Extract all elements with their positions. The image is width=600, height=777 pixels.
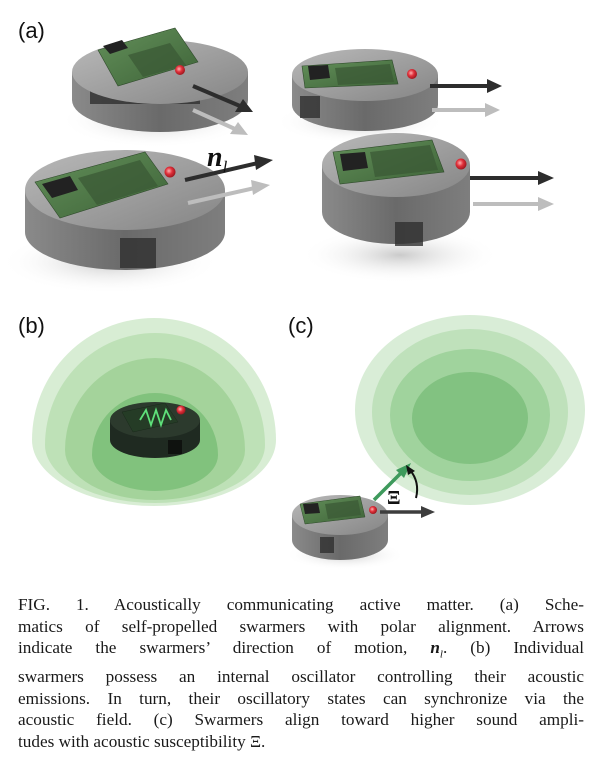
disk-slot [120,238,156,268]
motion-arrow-head [421,506,435,518]
chip [103,40,128,54]
figure-caption: FIG. 1. Acoustically communicating activ… [18,594,584,753]
direction-arrow-ghost-head [538,197,554,211]
direction-arrow-head [254,155,273,170]
pcb-panel [128,43,186,77]
pcb-panel [325,500,361,519]
swarmer-a1 [60,27,250,148]
led-indicator [175,65,185,75]
chip [303,503,320,514]
swarmer-a4 [300,133,500,283]
direction-arrow-shaft [184,161,259,182]
vector-subscript: l [222,157,228,177]
pcb-panel [78,160,158,205]
susceptibility-label: Ξ [387,487,401,509]
led-indicator [164,166,176,178]
direction-arrow-shaft [192,84,241,108]
swarmer-c [285,495,405,570]
direction-arrow-ghost [192,108,236,131]
swarmer-b [110,402,200,458]
panel-label-c: (c) [288,313,314,338]
led-indicator [176,405,186,415]
led-indicator [407,69,417,79]
caption-line-6: acoustic field. (c) Swarmers align towar… [18,710,584,730]
caption-vector-symbol: n [430,638,440,658]
disk-slot [300,96,320,118]
disk-slot [320,537,334,553]
caption-line-3-text: indicate the swarmers’ direction of moti… [18,638,408,658]
direction-arrow-head [538,171,554,185]
caption-line-7: tudes with acoustic susceptibility Ξ. [18,732,266,751]
pcb-panel [370,145,438,177]
direction-arrow-ghost [187,186,256,205]
disk-slot [168,440,182,454]
caption-line-5: emissions. In turn, their oscillatory st… [18,688,584,708]
caption-vector-subscript: l [439,648,443,661]
caption-line-1: FIG. 1. Acoustically communicating activ… [18,595,584,614]
caption-line-3-tail: . (b) Individual [442,638,584,658]
chip [340,152,368,171]
figure-illustration [0,27,585,570]
led-indicator [455,158,467,170]
led-indicator [369,506,377,514]
direction-arrow-ghost-head [230,122,248,135]
disk-slot [395,222,423,246]
arrow-a3 [430,79,502,117]
chip [308,65,330,80]
direction-arrow-head [235,99,253,112]
rotation-arc-head [406,465,415,475]
direction-arrow-head [487,79,502,93]
caption-line-3: indicate the swarmers’ direction of moti… [18,637,584,666]
arrow-a4 [470,171,554,211]
arrow-a1 [192,84,253,135]
arrow-a2 [184,155,273,205]
caption-line-2: matics of self-propelled swarmers with p… [18,616,584,636]
pcb-panel [335,64,394,85]
direction-arrow-ghost-head [485,103,500,117]
swarmer-a3 [275,49,445,144]
sound-region-core [412,372,528,464]
shadow [300,227,500,283]
alignment-arrow-shaft [372,470,404,502]
arrows-c [372,463,435,518]
direction-arrow-ghost-head [251,180,270,195]
panel-label-b: (b) [18,313,45,338]
chip [42,176,78,198]
caption-line-4: swarmers possess an internal oscillator … [18,667,584,687]
acoustic-field-c [355,315,585,505]
pcb-board [121,402,179,433]
vector-symbol: n [207,142,223,173]
direction-vector-label: nl [207,142,227,178]
oscillator-waveform-icon [139,407,172,428]
panel-label-a: (a) [18,18,45,43]
swarmer-a2 [0,150,225,294]
